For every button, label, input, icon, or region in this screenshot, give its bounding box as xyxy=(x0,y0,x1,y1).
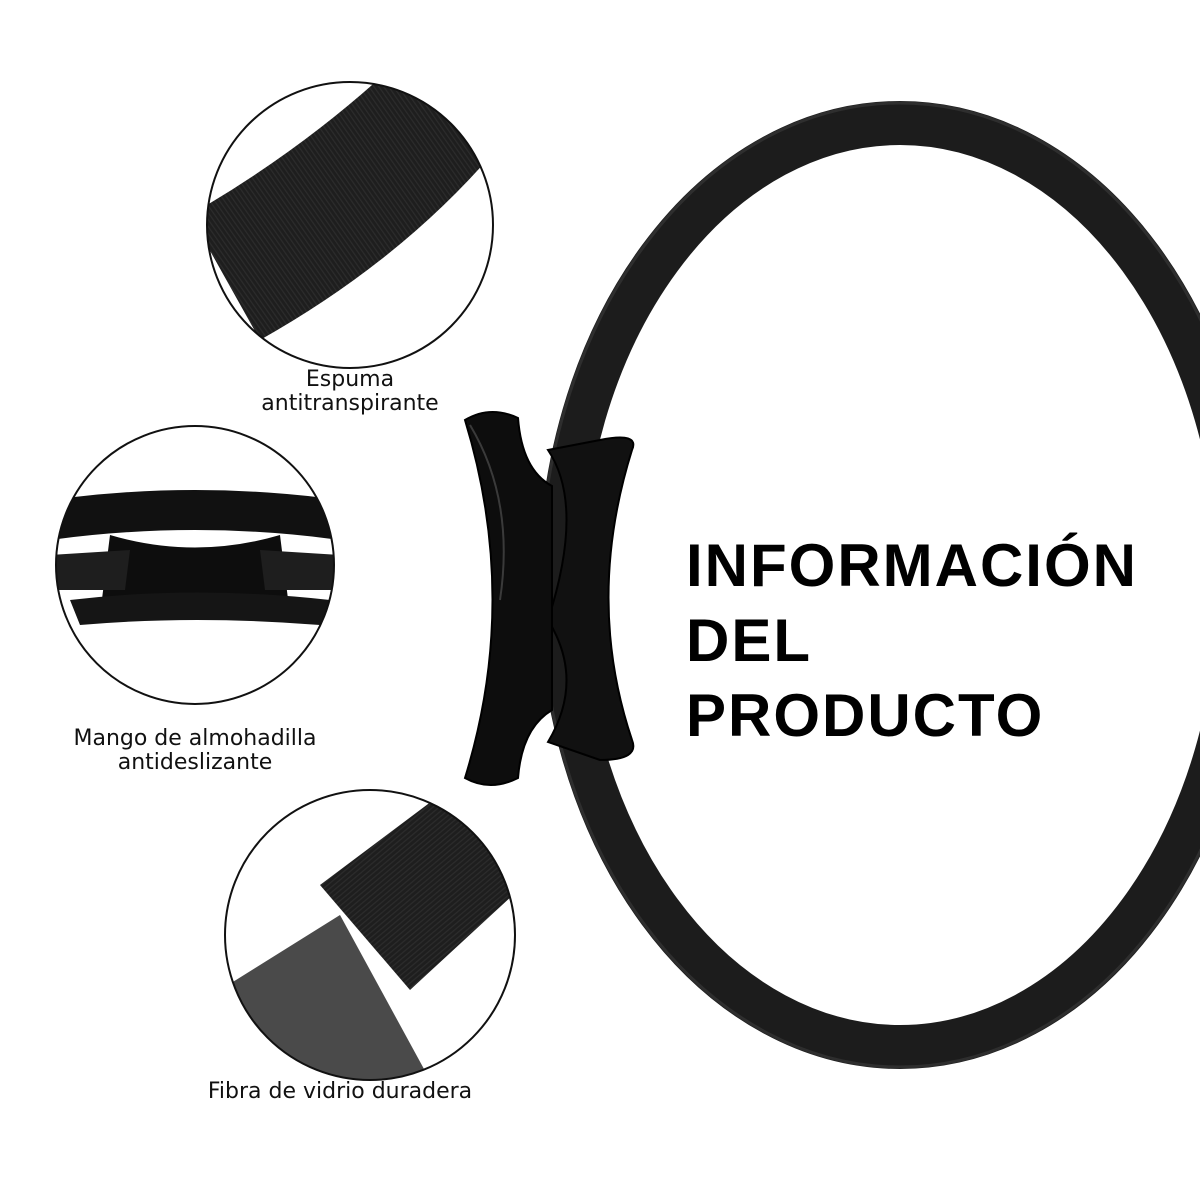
headline-line-1: INFORMACIÓN xyxy=(686,532,1138,599)
callout-label-fiberglass-line1: Fibra de vidrio duradera xyxy=(207,1079,473,1104)
callout-label-foam-line2: antitranspirante xyxy=(261,391,439,416)
inner-handle xyxy=(546,436,635,762)
ring-left xyxy=(56,550,130,590)
headline-line-2: DEL xyxy=(686,607,812,674)
handle-detail-callout xyxy=(55,425,335,705)
callout-label-fiberglass: Fibra de vidrio duradera xyxy=(180,1080,500,1104)
fiberglass-detail-callout xyxy=(224,789,516,1081)
handle-arc xyxy=(56,490,334,540)
outer-handle xyxy=(463,411,553,786)
product-info-headline: INFORMACIÓN DEL PRODUCTO xyxy=(686,528,1138,753)
callout-label-handle-line1: Mango de almohadilla xyxy=(73,726,317,751)
handle-gloss xyxy=(469,424,505,601)
callout-label-handle-line2: antideslizante xyxy=(117,750,273,775)
foam-strip xyxy=(207,82,493,340)
headline-line-3: PRODUCTO xyxy=(686,682,1045,749)
foam-detail-callout xyxy=(206,81,494,369)
callout-label-foam: Espuma antitranspirante xyxy=(245,368,455,416)
pilates-ring xyxy=(463,101,1200,1069)
ring-right xyxy=(260,550,334,590)
callout-label-foam-line1: Espuma xyxy=(305,367,395,392)
handle-lower xyxy=(70,592,330,625)
callout-label-handle: Mango de almohadilla antideslizante xyxy=(40,727,350,775)
